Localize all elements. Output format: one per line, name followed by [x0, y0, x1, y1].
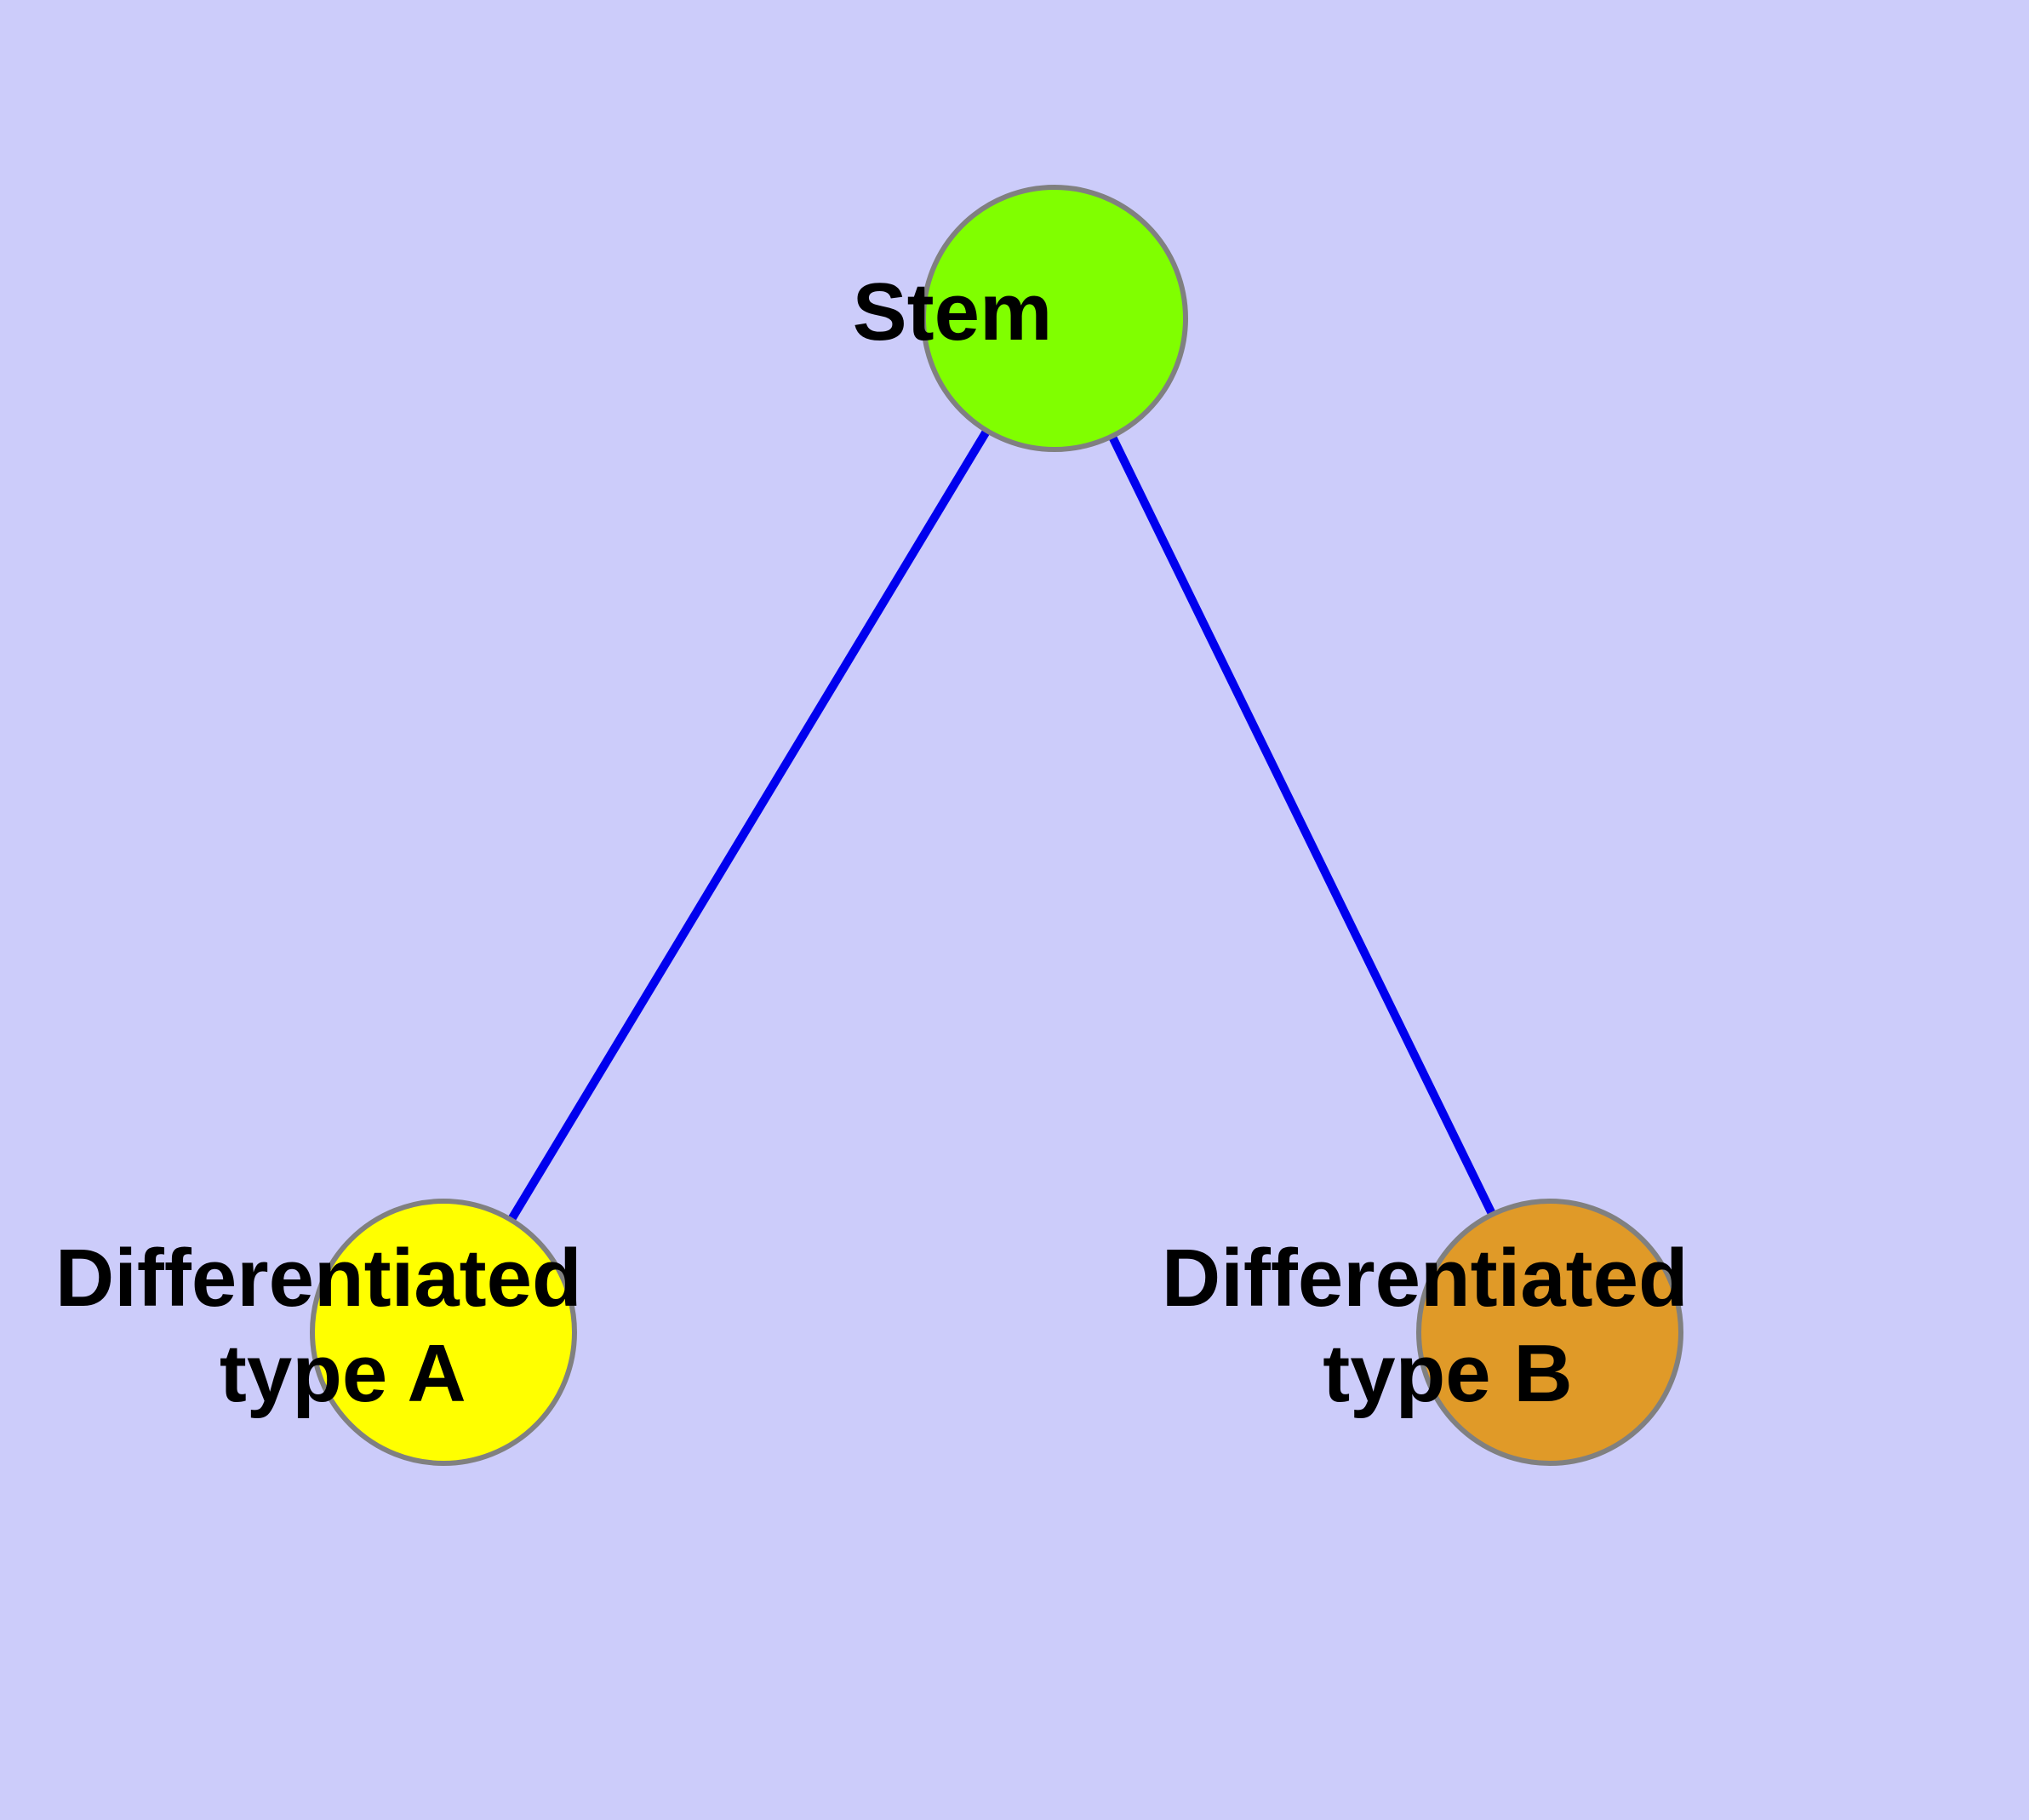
node-stem[interactable]: Stem [853, 185, 1257, 452]
node-diff-a[interactable]: Differentiated type A [55, 1199, 832, 1466]
node-layer: Stem Differentiated type A Differentiate… [55, 185, 1938, 1466]
edge-stem-to-diff-b[interactable] [1108, 434, 1496, 1216]
node-stem-label: Stem [853, 266, 1257, 358]
node-diff-b-circle[interactable] [1416, 1199, 1683, 1466]
node-diff-a-label-line-1: Differentiated [55, 1233, 582, 1324]
node-diff-b[interactable]: Differentiated type B [1162, 1199, 1938, 1466]
node-stem-circle[interactable] [921, 185, 1188, 452]
edge-stem-to-diff-a[interactable] [507, 428, 991, 1222]
node-diff-b-label-line-1: Differentiated [1162, 1233, 1689, 1324]
node-diff-b-label: Differentiated type B [1162, 1233, 1938, 1419]
node-diff-a-label: Differentiated type A [55, 1233, 832, 1419]
node-diff-b-label-line-2: type B [1323, 1328, 1572, 1419]
node-diff-a-label-line-2: type A [220, 1328, 465, 1419]
edge-layer [507, 428, 1496, 1222]
node-stem-label-line-1: Stem [853, 266, 1053, 358]
node-diff-a-circle[interactable] [310, 1199, 577, 1466]
